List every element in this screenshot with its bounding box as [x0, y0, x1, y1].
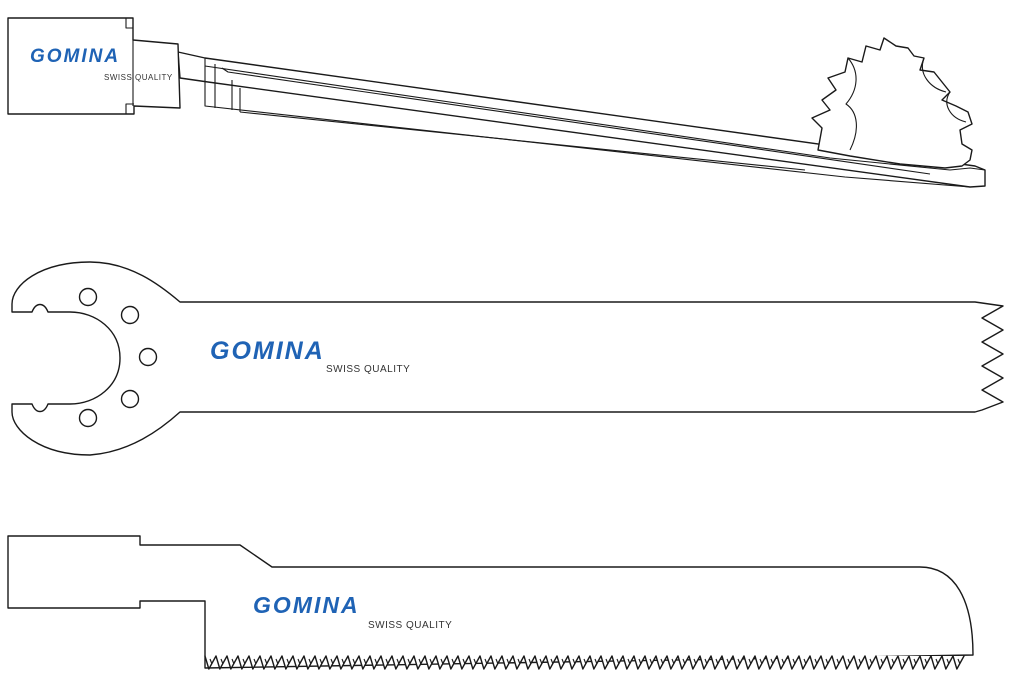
blade-2-hole-5 — [78, 408, 98, 428]
blade-3-tooth-mark — [847, 658, 851, 665]
blade-3-tooth-mark — [352, 658, 356, 665]
blade-3-tooth-mark — [638, 658, 642, 665]
blade-3-tooth-mark — [913, 658, 917, 665]
blade-3-tooth-mark — [616, 658, 620, 665]
blade-3-tooth-mark — [957, 658, 961, 665]
blade-2-hole-2 — [120, 305, 140, 325]
blade-3-tooth-mark — [891, 658, 895, 665]
blade-3-reciprocating: GOMINA SWISS QUALITY — [7, 535, 974, 670]
blade-3-tooth-mark — [572, 658, 576, 665]
blade-3-tooth-mark — [220, 658, 224, 665]
blade-1-tang — [7, 17, 181, 115]
blade-3-tooth-mark — [308, 658, 312, 665]
blade-3-tooth-mark — [473, 658, 477, 665]
blade-3-tooth-mark — [814, 658, 818, 665]
blade-3-tooth-mark — [561, 658, 565, 665]
blade-3-tooth-mark — [209, 658, 213, 665]
blade-3-tooth-mark — [902, 658, 906, 665]
blade-3-tooth-mark — [374, 658, 378, 665]
blade-3-tooth-mark — [407, 658, 411, 665]
blade-2-hole-1 — [78, 287, 98, 307]
blade-3-tooth-mark — [803, 658, 807, 665]
blade-3-tooth-mark — [924, 658, 928, 665]
blade-3-tooth-mark — [539, 658, 543, 665]
blade-3-tooth-mark — [341, 658, 345, 665]
blade-3-tooth-mark — [748, 658, 752, 665]
blade-3-tooth-mark — [495, 658, 499, 665]
blade-3-tooth-mark — [627, 658, 631, 665]
blade-1-spindle: GOMINA SWISS QUALITY — [7, 17, 986, 188]
blade-3-tooth-mark — [858, 658, 862, 665]
blade-3-body — [7, 535, 974, 669]
blade-3-tooth-mark — [792, 658, 796, 665]
blade-3-tooth-mark — [484, 658, 488, 665]
blade-3-tooth-row — [204, 655, 965, 670]
blade-3-tooth-mark — [649, 658, 653, 665]
blade-3-tooth-mark — [682, 658, 686, 665]
blade-3-tooth-mark — [451, 658, 455, 665]
blade-3-tooth-mark — [836, 658, 840, 665]
blade-3-tooth-mark — [462, 658, 466, 665]
blade-3-tooth-mark — [660, 658, 664, 665]
blade-3-tooth-mark — [396, 658, 400, 665]
blade-3-tooth-mark — [737, 658, 741, 665]
blade-3-tooth-mark — [550, 658, 554, 665]
blade-3-tooth-mark — [869, 658, 873, 665]
blade-3-tooth-mark — [594, 658, 598, 665]
blade-3-tooth-mark — [286, 658, 290, 665]
blade-3-tooth-mark — [693, 658, 697, 665]
blade-3-tagline: SWISS QUALITY — [368, 620, 452, 631]
blade-3-tooth-mark — [506, 658, 510, 665]
blade-3-tooth-mark — [759, 658, 763, 665]
blade-3-tooth-mark — [517, 658, 521, 665]
blade-3-tooth-mark — [528, 658, 532, 665]
blade-3-tooth-mark — [825, 658, 829, 665]
blade-1-shaft — [177, 51, 986, 188]
blade-3-tooth-mark — [726, 658, 730, 665]
blade-3-tooth-mark — [715, 658, 719, 665]
blade-3-tooth-mark — [605, 658, 609, 665]
blade-2-brand-logo: GOMINA — [210, 337, 325, 365]
blade-3-tooth-mark — [253, 658, 257, 665]
blade-3-tooth-mark — [429, 658, 433, 665]
blade-3-tooth-mark — [385, 658, 389, 665]
blade-3-tooth-mark — [770, 658, 774, 665]
blade-3-tooth-mark — [297, 658, 301, 665]
blade-1-brand-logo: GOMINA — [30, 46, 120, 67]
blade-3-tooth-mark — [275, 658, 279, 665]
blade-3-tooth-mark — [781, 658, 785, 665]
blade-3-tooth-mark — [440, 658, 444, 665]
blade-3-tooth-mark — [319, 658, 323, 665]
blade-3-tooth-mark — [704, 658, 708, 665]
blade-1-tagline: SWISS QUALITY — [104, 73, 173, 82]
blade-3-tooth-mark — [242, 658, 246, 665]
blade-3-tooth-mark — [231, 658, 235, 665]
blade-2-hole-4 — [120, 389, 140, 409]
blade-3-tooth-mark — [671, 658, 675, 665]
blade-3-tooth-mark — [330, 658, 334, 665]
blade-2-oscillating: GOMINA SWISS QUALITY — [11, 261, 1004, 456]
blade-2-tagline: SWISS QUALITY — [326, 364, 410, 375]
blade-3-brand-logo: GOMINA — [253, 592, 360, 618]
blade-3-tooth-mark — [264, 658, 268, 665]
blade-3-tooth-mark — [418, 658, 422, 665]
blade-3-tooth-mark — [583, 658, 587, 665]
blade-3-tooth-mark — [946, 658, 950, 665]
blade-3-tooth-mark — [880, 658, 884, 665]
blade-2-body — [11, 261, 1004, 456]
blade-1-toothed-head — [811, 37, 973, 169]
blade-3-tooth-mark — [363, 658, 367, 665]
blade-3-teeth — [204, 655, 965, 670]
blade-3-tooth-mark — [935, 658, 939, 665]
blade-2-hole-3 — [138, 347, 158, 367]
